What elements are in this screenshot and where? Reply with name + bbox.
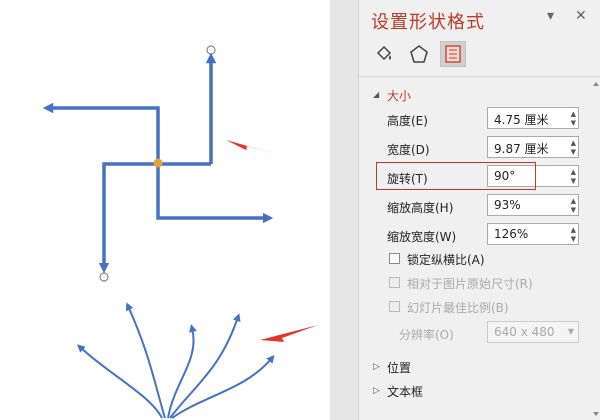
scale-height-spinner[interactable]: 93% ▲ ▼	[487, 194, 579, 216]
spin-up-icon[interactable]: ▲	[570, 197, 576, 205]
resolution-label: 分辨率(O)	[399, 328, 454, 342]
slide-background	[0, 0, 358, 420]
resolution-value: 640 x 480	[494, 325, 555, 339]
arrow-down-segment	[98, 162, 158, 274]
best-scale-label: 幻灯片最佳比例(B)	[407, 301, 509, 315]
textbox-section-header[interactable]: 文本框	[387, 385, 424, 399]
red-pointer-arrow-bottom	[260, 325, 318, 342]
spin-down-icon[interactable]: ▼	[570, 119, 576, 127]
scale-width-value: 126%	[494, 227, 529, 241]
rotation-value: 90°	[494, 169, 516, 183]
fill-bucket-icon	[376, 45, 392, 61]
curved-arrows-group[interactable]	[77, 302, 275, 419]
rotation-label: 旋转(T)	[387, 172, 428, 186]
width-spinner[interactable]: 9.87 厘米 ▲ ▼	[487, 136, 579, 158]
pane-title: 设置形状格式	[371, 12, 485, 33]
curve-arrow-2	[125, 302, 166, 419]
collapse-caret-icon[interactable]: ▷	[373, 362, 380, 372]
height-label: 高度(E)	[387, 114, 428, 128]
height-spinner[interactable]: 4.75 厘米 ▲ ▼	[487, 107, 579, 129]
pane-options-chevron-icon[interactable]: ▾	[547, 8, 555, 24]
rotation-handle-top[interactable]	[206, 45, 216, 55]
size-section-header[interactable]: 大小	[387, 89, 412, 103]
center-adjust-handle[interactable]	[153, 158, 163, 168]
fill-line-tab[interactable]	[371, 41, 397, 67]
curve-arrow-5	[171, 354, 275, 419]
spin-up-icon[interactable]: ▲	[570, 139, 576, 147]
scale-height-value: 93%	[494, 198, 521, 212]
curve-arrow-4	[169, 313, 241, 419]
scale-width-label: 缩放宽度(W)	[387, 230, 457, 244]
spin-down-icon[interactable]: ▼	[570, 177, 576, 185]
best-scale-checkbox[interactable]	[389, 301, 400, 312]
position-section-header[interactable]: 位置	[387, 361, 412, 375]
scale-height-label: 缩放高度(H)	[387, 201, 454, 215]
scale-width-spinner[interactable]: 126% ▲ ▼	[487, 223, 579, 245]
spin-up-icon[interactable]: ▲	[570, 226, 576, 234]
pane-scrollbar[interactable]	[592, 80, 600, 420]
expand-caret-icon[interactable]: ◢	[373, 90, 380, 99]
chevron-down-icon: ▼	[567, 327, 574, 336]
spin-down-icon[interactable]: ▼	[570, 148, 576, 156]
lock-aspect-label[interactable]: 锁定纵横比(A)	[407, 253, 485, 267]
height-value: 4.75 厘米	[494, 113, 549, 127]
red-pointer-arrow-top	[226, 140, 283, 156]
effects-tab[interactable]	[406, 41, 432, 67]
lock-aspect-checkbox[interactable]	[389, 253, 400, 264]
collapse-caret-icon[interactable]: ▷	[373, 386, 380, 396]
spin-up-icon[interactable]: ▲	[570, 110, 576, 118]
pane-divider	[359, 76, 600, 77]
arrow-right-segment	[156, 164, 274, 224]
spin-down-icon[interactable]: ▼	[570, 206, 576, 214]
scroll-up-icon	[593, 82, 599, 86]
width-label: 宽度(D)	[387, 143, 430, 157]
resolution-dropdown[interactable]: 640 x 480 ▼	[487, 321, 579, 343]
width-value: 9.87 厘米	[494, 142, 549, 156]
scroll-down-icon	[593, 412, 599, 416]
pentagon-effects-icon	[410, 45, 428, 63]
relative-size-checkbox[interactable]	[389, 277, 400, 288]
curve-arrow-3	[167, 324, 197, 419]
spin-up-icon[interactable]: ▲	[570, 168, 576, 176]
arrow-left-segment	[42, 102, 160, 164]
canvas-gutter	[330, 0, 358, 420]
rotation-handle-bottom[interactable]	[99, 272, 109, 282]
curve-arrow-1	[77, 344, 163, 419]
close-icon[interactable]: ✕	[575, 8, 587, 24]
rotation-spinner[interactable]: 90° ▲ ▼	[487, 165, 579, 187]
selected-arrow-shape[interactable]	[42, 45, 274, 282]
size-properties-icon	[445, 45, 461, 63]
relative-size-label: 相对于图片原始尺寸(R)	[407, 277, 533, 291]
format-shape-pane: 设置形状格式 ▾ ✕ ◢ 大小 高度(E) 4.75 厘米 ▲ ▼ 宽度(D) …	[358, 0, 600, 420]
size-properties-tab[interactable]	[440, 41, 466, 67]
spin-down-icon[interactable]: ▼	[570, 235, 576, 243]
